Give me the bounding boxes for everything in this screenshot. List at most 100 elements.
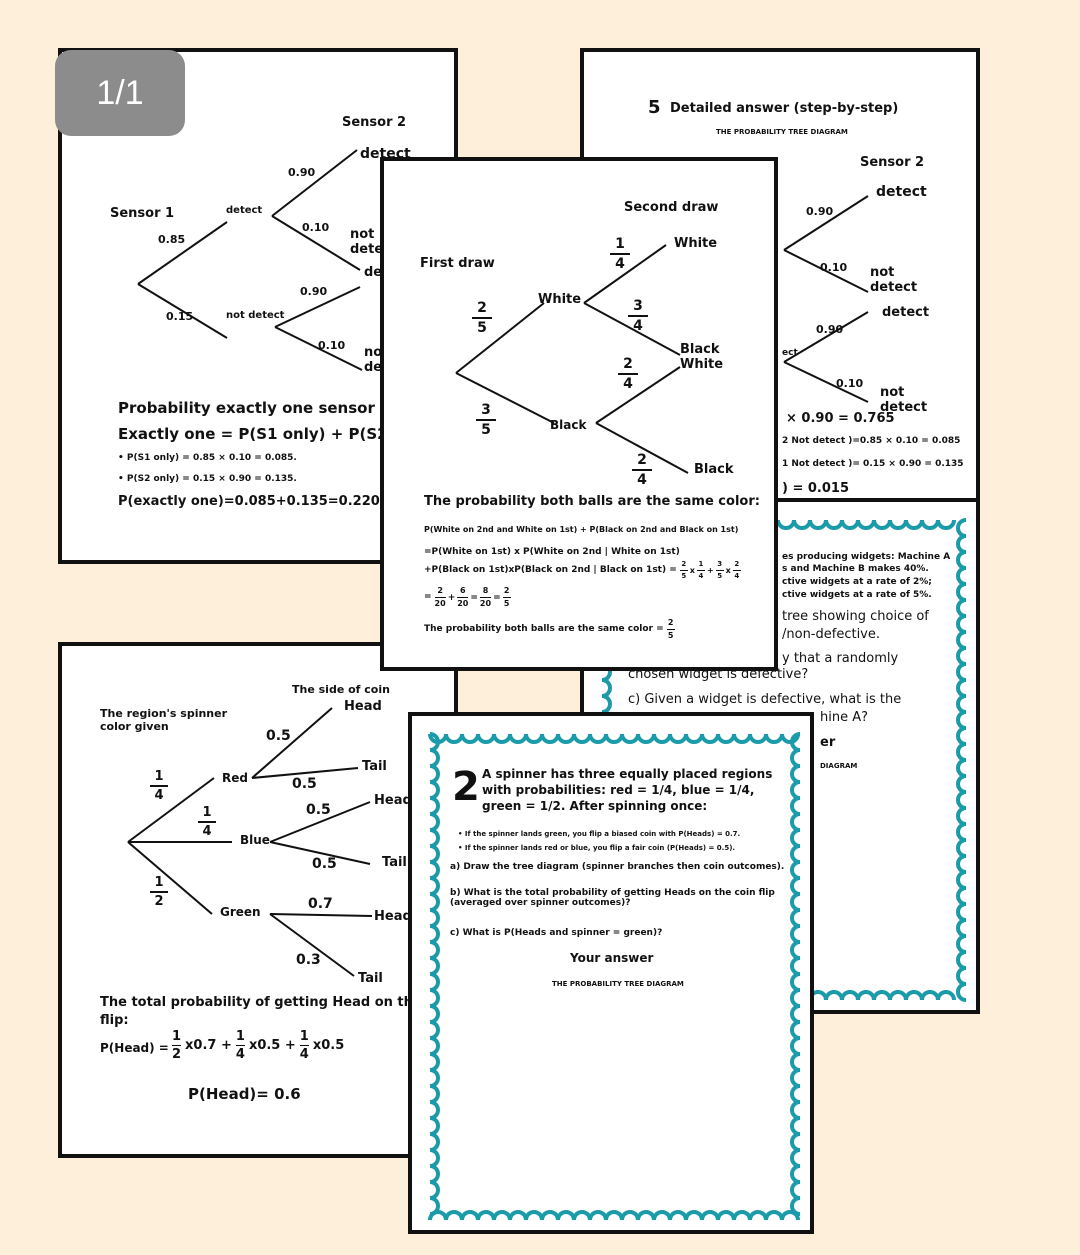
answer-leaf-detect-mid: detect xyxy=(882,305,930,320)
scallop-arc xyxy=(429,812,440,832)
answer-leaf-not-detect-a: not detect xyxy=(870,265,918,295)
scallop-arc xyxy=(936,990,956,1001)
scallop-arc xyxy=(460,1210,480,1221)
scallop-arc xyxy=(748,1210,768,1221)
scallop-arc xyxy=(429,924,440,944)
page-counter: 1/1 xyxy=(55,50,185,136)
second-draw-label: Second draw xyxy=(624,200,719,215)
coin-label: The side of coin xyxy=(292,683,390,696)
scallop-arc xyxy=(790,844,801,864)
scallop-arc xyxy=(476,733,496,744)
scallop-arc xyxy=(748,733,768,744)
scallop-arc xyxy=(956,646,967,666)
answer-prob-090b: 0.90 xyxy=(816,323,844,336)
scallop-arc xyxy=(920,990,940,1001)
scallop-arc xyxy=(790,764,801,784)
scallop-arc xyxy=(524,733,544,744)
scallop-arc xyxy=(956,838,967,858)
scallop-arc xyxy=(790,956,801,976)
scallop-arc xyxy=(476,1210,496,1221)
scallop-arc xyxy=(492,1210,512,1221)
scallop-arc xyxy=(429,1164,440,1184)
scallop-arc xyxy=(790,1020,801,1040)
scallop-arc xyxy=(429,1148,440,1168)
branch-blue: Blue xyxy=(240,833,270,847)
scallop-arc xyxy=(840,519,860,530)
leaf-head-1: Head xyxy=(344,699,382,714)
scallop-arc xyxy=(732,1210,752,1221)
scallop-arc xyxy=(444,733,464,744)
scallop-arc xyxy=(956,678,967,698)
phead-term: x0.5 + xyxy=(248,1038,296,1053)
eq4-operator: + xyxy=(447,592,456,603)
question-number: 2 xyxy=(452,764,480,810)
scallop-arc xyxy=(872,519,892,530)
scallop-arc xyxy=(684,1210,704,1221)
scallop-arc xyxy=(684,733,704,744)
scallop-arc xyxy=(790,940,801,960)
scallop-arc xyxy=(604,733,624,744)
scallop-arc xyxy=(790,924,801,944)
widget-line-9: c) Given a widget is defective, what is … xyxy=(628,692,902,707)
branch-black: Black xyxy=(550,418,587,432)
question-subtitle: THE PROBABILITY TREE DIAGRAM xyxy=(552,980,684,988)
phead-term: x0.5 xyxy=(312,1038,345,1053)
scallop-arc xyxy=(790,1148,801,1168)
answer-subtitle: THE PROBABILITY TREE DIAGRAM xyxy=(716,128,848,136)
scallop-arc xyxy=(508,1210,528,1221)
scallop-arc xyxy=(460,733,480,744)
scallop-arc xyxy=(790,988,801,1008)
scallop-arc xyxy=(956,742,967,762)
scallop-arc xyxy=(790,1196,801,1216)
sensor-formula: Exactly one = P(S1 only) + P(S2 only xyxy=(118,425,429,443)
scallop-arc xyxy=(776,519,796,530)
scallop-arc xyxy=(824,519,844,530)
leaf-black-bottom: Black xyxy=(694,462,734,477)
question-bullet-2: • If the spinner lands red or blue, you … xyxy=(458,844,736,852)
scallop-arc xyxy=(429,940,440,960)
scallop-arc xyxy=(824,990,844,1001)
scallop-arc xyxy=(620,1210,640,1221)
scallop-arc xyxy=(429,1020,440,1040)
scallop-arc xyxy=(444,1210,464,1221)
widget-line-3: ctive widgets at a rate of 2%; xyxy=(782,577,932,587)
scallop-arc xyxy=(601,694,612,714)
scallop-arc xyxy=(668,1210,688,1221)
scallop-arc xyxy=(956,630,967,650)
prob-010b: 0.10 xyxy=(318,339,346,352)
prob-05-c: 0.5 xyxy=(306,802,331,818)
scallop-arc xyxy=(956,694,967,714)
worksheet-question-2: 2 A spinner has three equally placed reg… xyxy=(408,712,814,1234)
answer-leaf-not-detect-b: not detect xyxy=(880,385,928,415)
prob-090b: 0.90 xyxy=(300,285,328,298)
first-draw-label: First draw xyxy=(420,256,495,271)
draw-tree-lines xyxy=(455,244,689,474)
scallop-arc xyxy=(429,780,440,800)
scallop-arc xyxy=(636,1210,656,1221)
scallop-arc xyxy=(956,870,967,890)
widget-er: er xyxy=(820,735,836,750)
scallop-arc xyxy=(429,1036,440,1056)
spinner-tree-lines xyxy=(127,707,373,977)
phead-term: x0.7 + xyxy=(185,1038,232,1053)
draw-eq-1: P(White on 2nd and White on 1st) + P(Bla… xyxy=(424,525,739,534)
scallop-arc xyxy=(956,790,967,810)
sensor-bullet-2: • P(S2 only) = 0.15 × 0.90 = 0.135. xyxy=(118,474,297,484)
spinner-result: P(Head)= 0.6 xyxy=(188,1085,301,1103)
scallop-arc xyxy=(790,1116,801,1136)
scallop-arc xyxy=(956,806,967,826)
leaf-tail-2: Tail xyxy=(382,855,407,870)
scallop-arc xyxy=(790,812,801,832)
scallop-arc xyxy=(956,726,967,746)
scallop-arc xyxy=(790,908,801,928)
sensor-heading: Probability exactly one sensor det xyxy=(118,399,409,417)
